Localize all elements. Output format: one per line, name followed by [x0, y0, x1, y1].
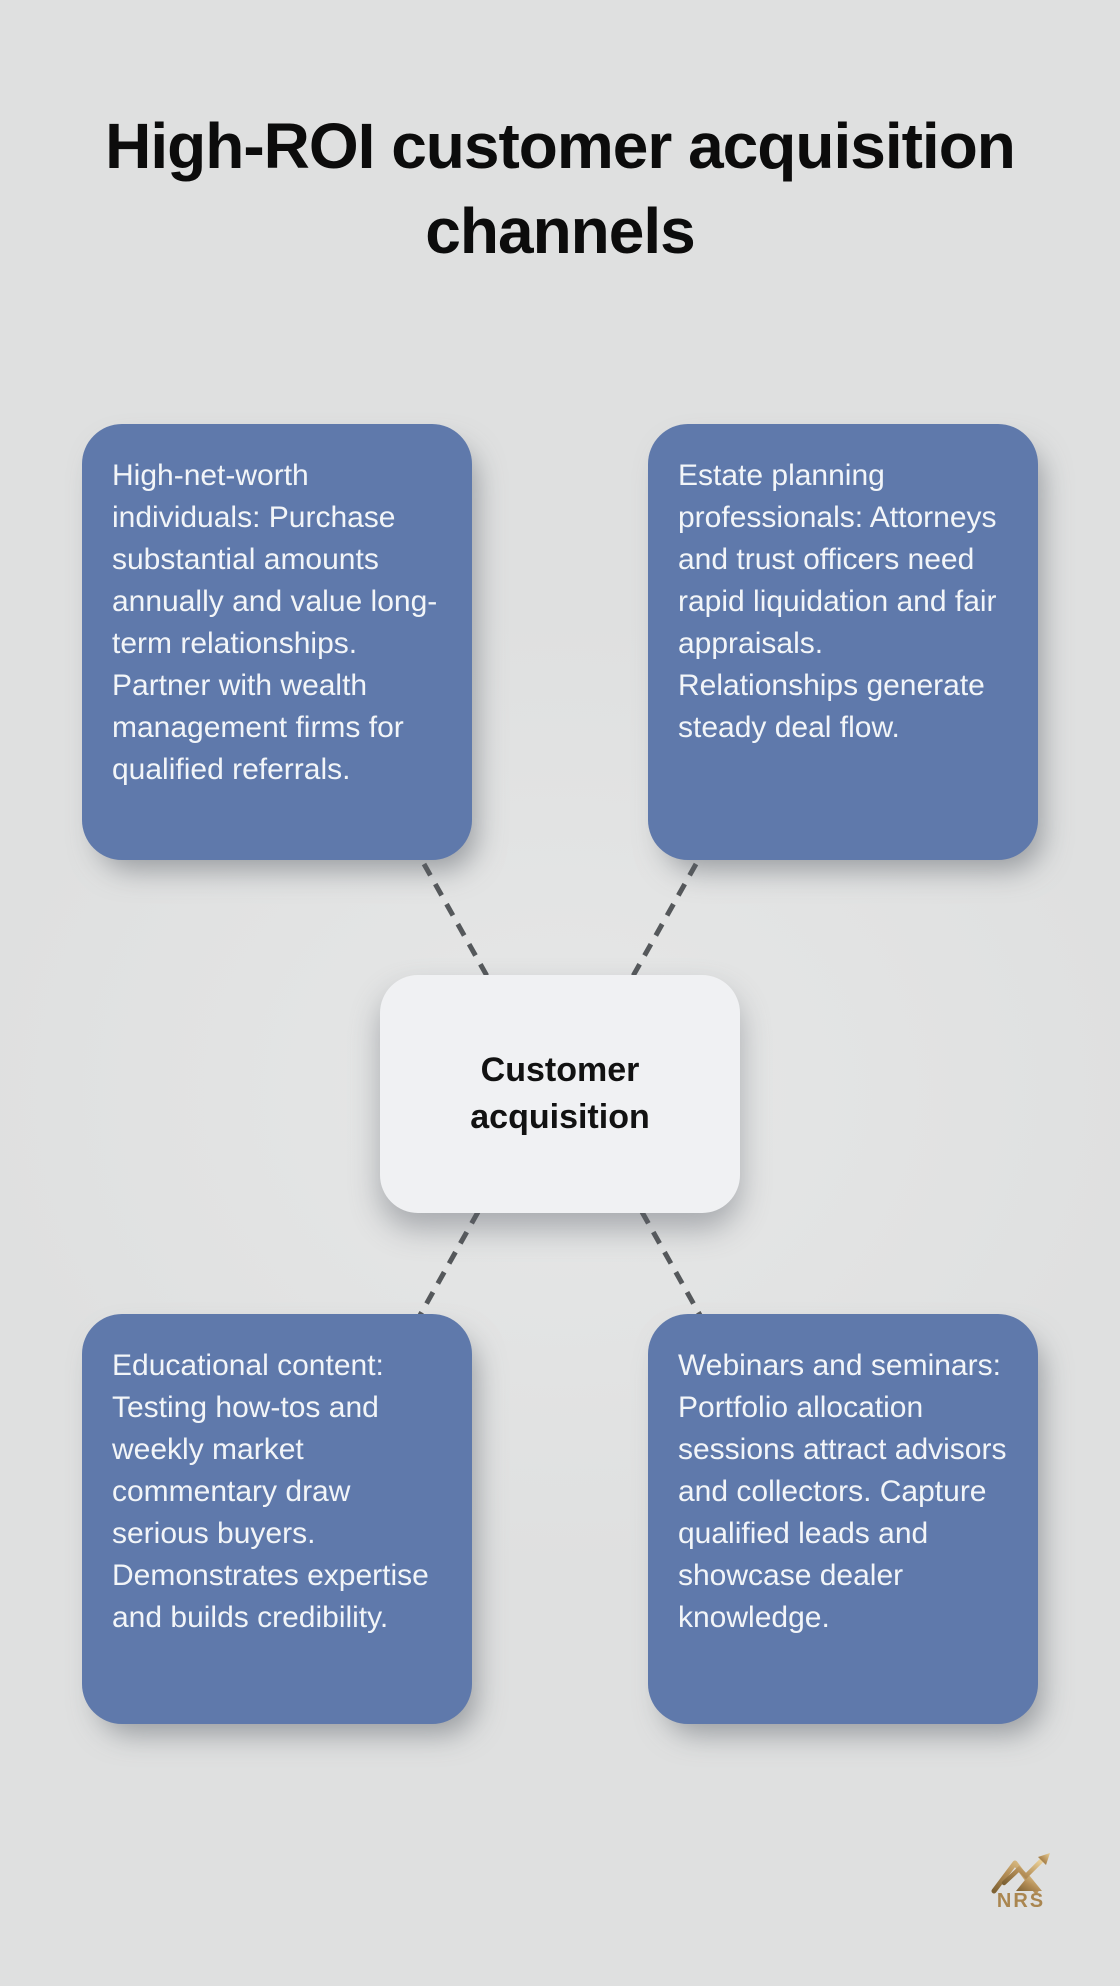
mountain-arrow-icon: [991, 1853, 1050, 1894]
card-educational-content-text: Educational content: Testing how-tos and…: [112, 1349, 429, 1634]
nrs-logo: NRS: [984, 1850, 1058, 1913]
card-webinars-seminars: Webinars and seminars: Portfolio allocat…: [648, 1314, 1038, 1724]
center-node: Customer acquisition: [380, 975, 740, 1213]
card-educational-content: Educational content: Testing how-tos and…: [82, 1314, 472, 1724]
connector-top-right: [630, 862, 699, 978]
connector-top-left: [421, 862, 490, 978]
connector-bottom-right: [639, 1210, 704, 1319]
page-title-line-2: channels: [425, 195, 695, 267]
page-title: High-ROI customer acquisition channels: [0, 104, 1120, 274]
card-high-net-worth-text: High-net-worth individuals: Purchase sub…: [112, 459, 438, 786]
connector-bottom-left: [416, 1210, 481, 1319]
card-estate-planning-text: Estate planning professionals: Attorneys…: [678, 459, 997, 744]
center-node-label: Customer acquisition: [470, 1051, 650, 1136]
card-high-net-worth: High-net-worth individuals: Purchase sub…: [82, 424, 472, 860]
card-estate-planning: Estate planning professionals: Attorneys…: [648, 424, 1038, 860]
page-title-line-1: High-ROI customer acquisition: [105, 110, 1016, 182]
card-webinars-seminars-text: Webinars and seminars: Portfolio allocat…: [678, 1349, 1007, 1634]
logo-text: NRS: [996, 1890, 1046, 1912]
